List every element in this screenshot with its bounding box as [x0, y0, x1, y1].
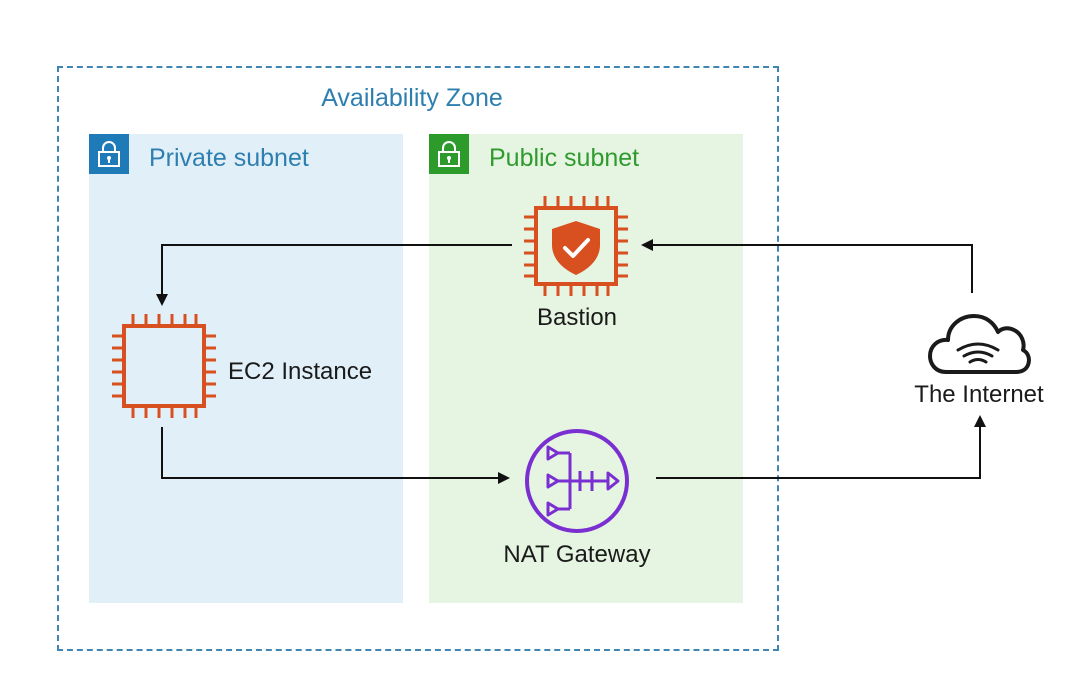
nat-to-internet-arrow: [656, 415, 986, 479]
nat-gateway-icon: [525, 429, 629, 533]
bastion-label: Bastion: [536, 304, 618, 331]
private-subnet-panel: [89, 134, 403, 603]
public-subnet-panel: [429, 134, 743, 603]
public-subnet-label: Public subnet: [489, 144, 640, 172]
private-subnet-label: Private subnet: [149, 144, 309, 172]
private-subnet-lock-icon: [89, 134, 129, 174]
public-subnet-lock-icon: [429, 134, 469, 174]
internet-to-bastion-arrow: [641, 239, 973, 293]
bastion-to-ec2-arrow: [156, 244, 512, 306]
ec2-instance-icon: [112, 314, 216, 418]
ec2-instance-label: EC2 Instance: [228, 358, 373, 385]
nat-gateway-label: NAT Gateway: [503, 541, 651, 568]
bastion-icon: [524, 196, 628, 296]
internet-label: The Internet: [914, 381, 1044, 408]
internet-cloud-icon: [928, 314, 1031, 374]
availability-zone-box: [57, 66, 779, 651]
ec2-to-nat-arrow: [161, 427, 510, 484]
availability-zone-title: Availability Zone: [321, 84, 503, 112]
